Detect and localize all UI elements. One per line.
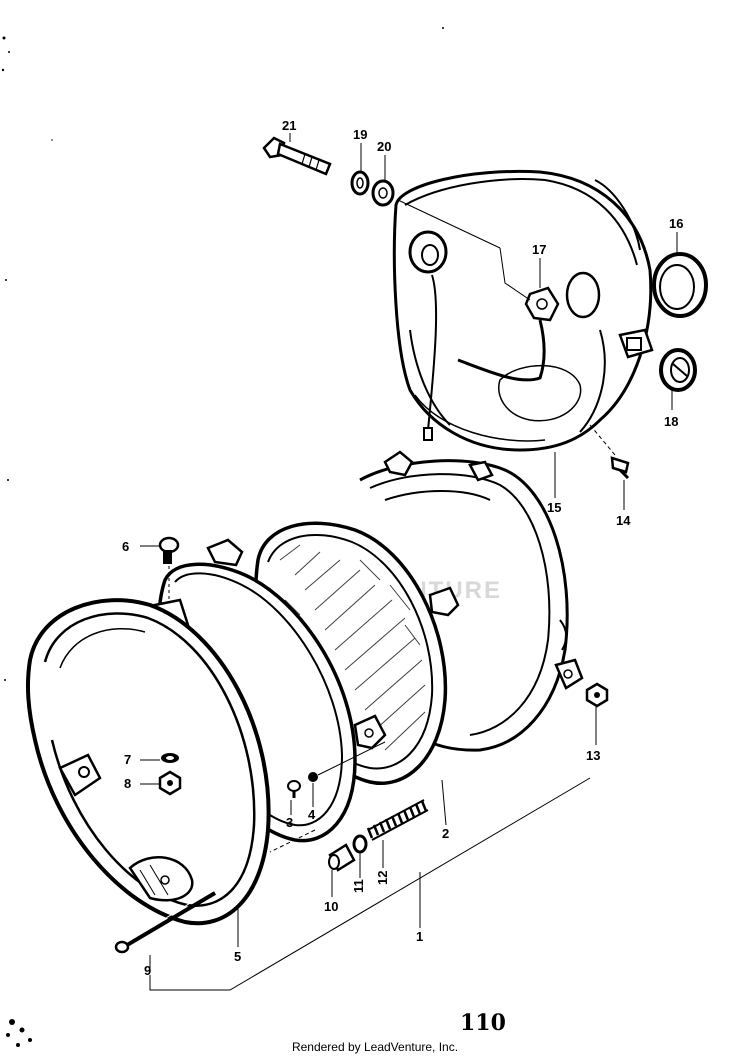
label-11: 11	[351, 879, 366, 893]
label-16: 16	[669, 216, 683, 231]
label-12: 12	[375, 871, 390, 885]
part-3-screw	[287, 780, 301, 798]
label-4: 4	[308, 807, 316, 822]
label-1: 1	[416, 929, 423, 944]
part-14-screw	[610, 456, 630, 480]
label-10: 10	[324, 899, 338, 914]
leader-lines	[140, 133, 678, 991]
label-21: 21	[282, 118, 296, 133]
label-8: 8	[124, 776, 131, 791]
part-5-outer-rim	[25, 598, 271, 926]
label-2: 2	[442, 826, 449, 841]
part-9-adjusting-screw	[114, 888, 217, 954]
part-15-headlight-housing	[392, 169, 654, 452]
part-18-grommet	[659, 348, 697, 392]
label-3: 3	[286, 815, 293, 830]
label-17: 17	[532, 242, 546, 257]
label-9: 9	[144, 963, 151, 978]
part-19-spring-washer	[350, 170, 370, 196]
scan-artifacts	[1, 27, 444, 1047]
label-6: 6	[122, 539, 129, 554]
part-6-screw	[158, 536, 180, 564]
label-13: 13	[586, 748, 600, 763]
part-11-washer	[352, 834, 368, 854]
page-number: 110	[460, 1010, 506, 1036]
part-12-spring	[366, 799, 429, 841]
part-17-connector	[524, 286, 560, 322]
footer-credit: Rendered by LeadVenture, Inc.	[291, 1040, 459, 1054]
label-20: 20	[377, 139, 391, 154]
label-18: 18	[664, 414, 678, 429]
part-21-bolt	[262, 136, 332, 176]
part-13-nut	[585, 682, 609, 708]
part-labels: 21 19 20 17 16 18 15 14 6 7 8 3 4 2 10 1…	[122, 118, 683, 978]
label-5: 5	[234, 949, 241, 964]
part-8-nut	[158, 770, 182, 796]
part-7-washer	[161, 753, 179, 763]
part-10-collar	[328, 843, 356, 872]
label-15: 15	[547, 500, 561, 515]
part-20-washer	[371, 179, 395, 207]
part-4-washer	[308, 772, 318, 782]
label-19: 19	[353, 127, 367, 142]
label-7: 7	[124, 752, 131, 767]
part-16-ring	[652, 252, 708, 318]
label-14: 14	[616, 513, 631, 528]
headlight-mounting-case	[359, 450, 584, 752]
